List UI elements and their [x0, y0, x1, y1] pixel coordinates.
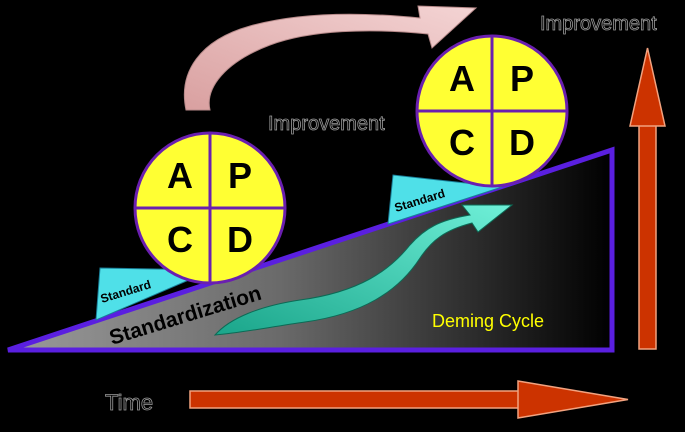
improvement-label-middle: Improvement — [268, 113, 385, 135]
pdca-left-act: A — [167, 155, 193, 196]
pdca-right-check: C — [449, 122, 475, 163]
improvement-curve-arrow — [213, 204, 514, 336]
pdca-circle-left: A P C D — [133, 131, 287, 285]
pdca-right-plan: P — [510, 58, 534, 99]
pdca-left-do: D — [227, 219, 253, 260]
improvement-label-top: Improvement — [540, 13, 657, 35]
pdca-left-check: C — [167, 219, 193, 260]
pdca-circle-right: A P C D — [415, 34, 569, 188]
pdca-right-act: A — [449, 58, 475, 99]
improvement-top-arrow — [183, 5, 478, 111]
standard-wedge-left — [95, 267, 213, 321]
standard-wedge-right — [387, 174, 503, 225]
pdca-left-plan: P — [228, 155, 252, 196]
time-arrow — [189, 380, 629, 419]
improvement-vertical-arrow — [629, 47, 666, 350]
pdca-right-do: D — [509, 122, 535, 163]
deming-cycle-label: Deming Cycle — [432, 311, 544, 331]
time-label: Time — [105, 390, 153, 415]
